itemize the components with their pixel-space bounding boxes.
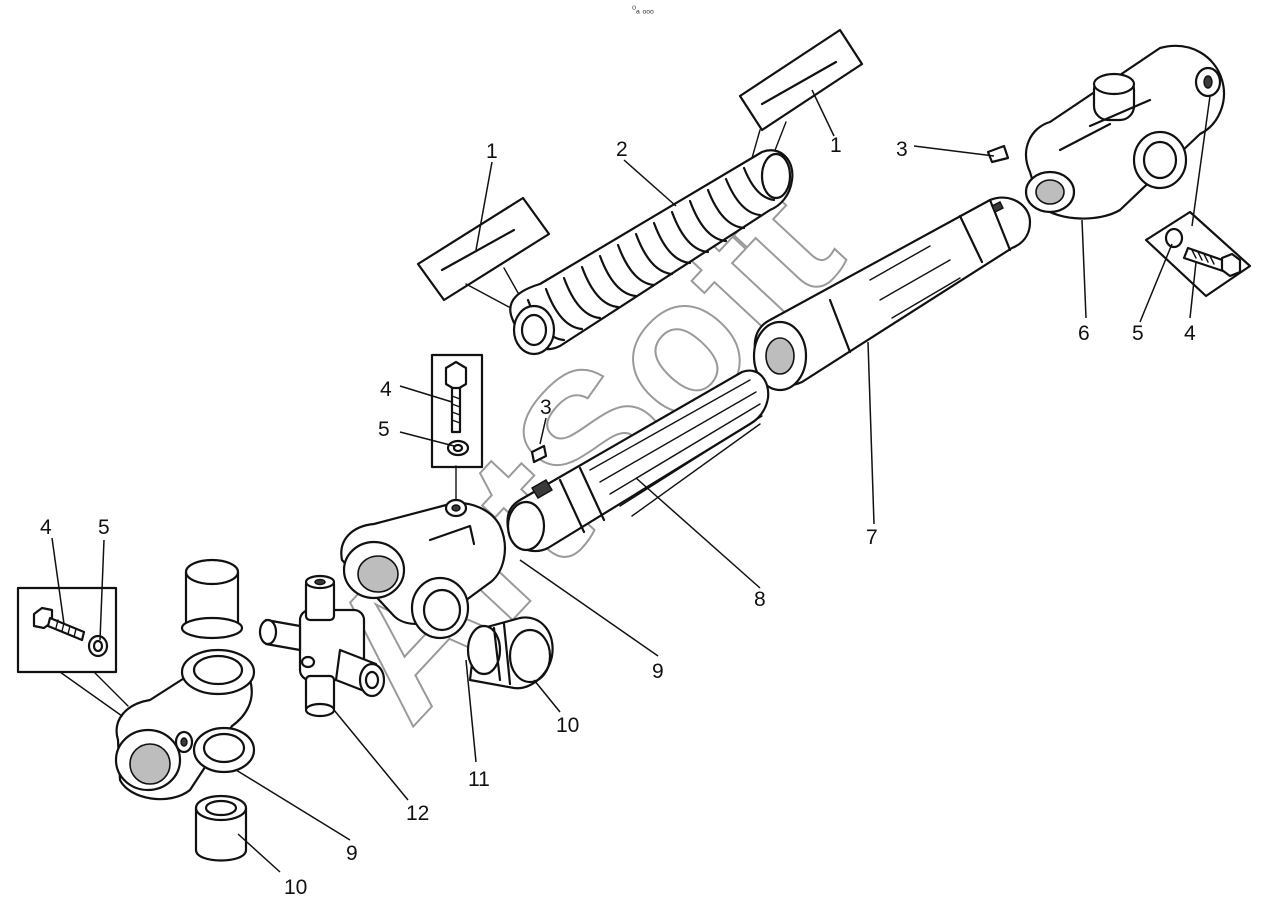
bearing-cup-middle [466, 616, 554, 690]
callout-4-middle: 4 [380, 378, 392, 401]
key-right [986, 144, 1010, 164]
callout-11: 11 [468, 768, 490, 791]
bolt-washer-frame-right [1144, 210, 1252, 298]
callout-labels: 1 2 1 3 6 5 4 7 8 3 4 5 9 10 11 12 9 10 … [40, 134, 1196, 899]
callout-5-middle: 5 [378, 418, 390, 441]
bolt-washer-frame-left [16, 586, 129, 717]
bearing-cup-lower-left [194, 794, 248, 862]
callout-3-middle: 3 [540, 396, 552, 419]
boot [509, 149, 794, 356]
callout-5-right: 5 [1132, 322, 1144, 345]
callout-8: 8 [754, 588, 766, 611]
splined-shaft [506, 369, 770, 553]
bearing-cup-upper-left [180, 558, 244, 640]
key-left [530, 444, 548, 464]
header-mark: ⁰ₐ ₒₒₒ [632, 5, 654, 16]
callout-9-middle: 9 [652, 660, 664, 683]
callout-12: 12 [406, 802, 429, 825]
callout-4-right: 4 [1184, 322, 1196, 345]
bolt-washer-frame-middle [430, 353, 484, 501]
yoke-middle [340, 498, 506, 640]
callout-1-left: 1 [486, 140, 498, 163]
callout-3-right: 3 [896, 138, 908, 161]
yoke-assembly-top [1024, 44, 1226, 220]
leader-lines [51, 89, 1211, 873]
clamp-right-frame [738, 28, 864, 159]
callout-6: 6 [1078, 322, 1090, 345]
callout-5-left: 5 [98, 516, 110, 539]
cross-spider [258, 574, 386, 718]
clamp-left-frame [416, 196, 551, 315]
callout-2: 2 [616, 138, 628, 161]
splined-sleeve-shaft [752, 196, 1032, 392]
callout-9-lower: 9 [346, 842, 358, 865]
callout-10-lower: 10 [284, 876, 307, 899]
callout-7: 7 [866, 526, 878, 549]
callout-4-left: 4 [40, 516, 52, 539]
callout-1-right: 1 [830, 134, 842, 157]
callout-10-middle: 10 [556, 714, 579, 737]
yoke-lower [114, 648, 256, 801]
